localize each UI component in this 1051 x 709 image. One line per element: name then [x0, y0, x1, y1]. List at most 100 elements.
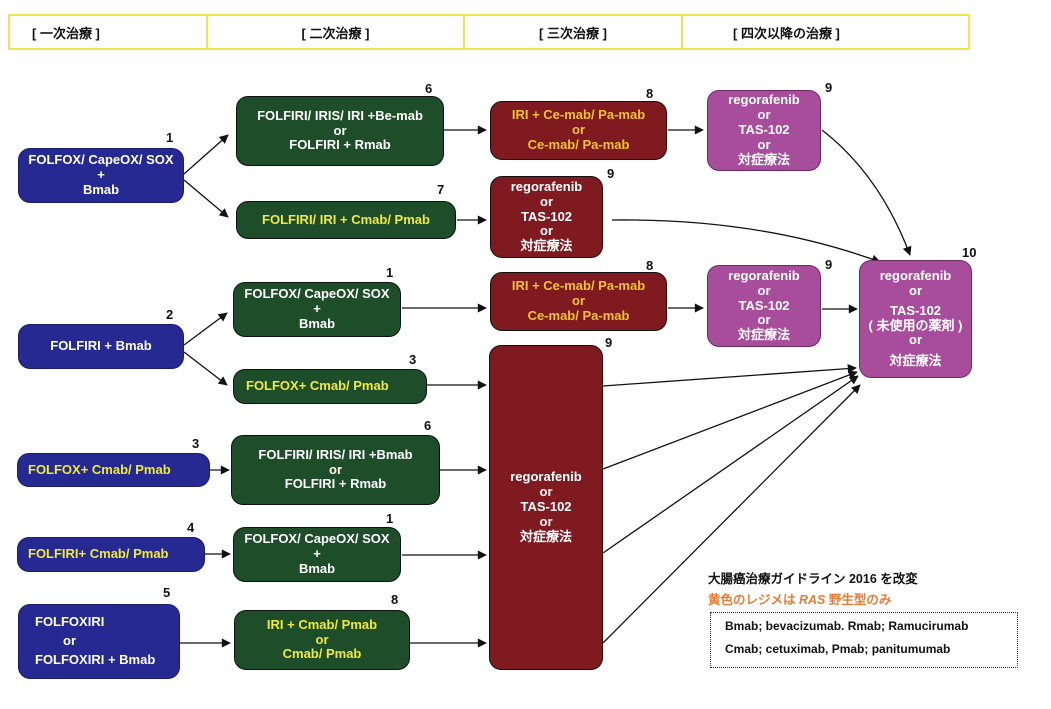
regimen-text: FOLFIRI + Rmab: [289, 137, 391, 153]
regimen-text: Cmab/ Pmab: [282, 646, 362, 662]
third-line-box-8b[interactable]: IRI + Ce-mab/ Pa-mab or Ce-mab/ Pa-mab: [490, 272, 667, 331]
regimen-text: TAS-102: [738, 297, 790, 313]
header-third-line: [ 三次治療 ]: [465, 16, 683, 48]
second-line-box-7[interactable]: FOLFIRI/ IRI + Cmab/ Pmab: [236, 201, 456, 239]
arrow-9b-to-10: [611, 219, 881, 264]
ras-wild-type-note: 黄色のレジメは RAS 野生型のみ: [708, 589, 891, 608]
regimen-text: or: [329, 461, 342, 477]
first-line-box-1[interactable]: FOLFOX/ CapeOX/ SOX + Bmab: [18, 148, 184, 203]
second-line-box-3[interactable]: FOLFOX+ Cmab/ Pmab: [233, 369, 427, 404]
regimen-text: ( 未使用の薬剤 ): [868, 317, 963, 333]
regimen-text: or: [63, 633, 76, 649]
regimen-text: FOLFOX/ CapeOX/ SOX: [244, 286, 390, 302]
regimen-text: regorafenib: [879, 267, 952, 283]
regimen-text: IRI + Ce-mab/ Pa-mab: [511, 278, 646, 294]
first-line-box-5[interactable]: FOLFOXIRI or FOLFOXIRI + Bmab: [18, 604, 180, 679]
regimen-text: FOLFOX/ CapeOX/ SOX: [28, 152, 174, 168]
third-line-box-9-large[interactable]: regorafenib or TAS-102 or 対症療法: [489, 345, 603, 670]
regimen-number: 8: [646, 258, 654, 273]
regimen-text: IRI + Ce-mab/ Pa-mab: [511, 107, 646, 123]
regimen-text: 対症療法: [889, 353, 942, 369]
regimen-number: 9: [825, 257, 833, 272]
regimen-text: or: [572, 293, 585, 309]
header-fourth-line: [ 四次以降の治療 ]: [733, 25, 840, 41]
second-line-box-8[interactable]: IRI + Cmab/ Pmab or Cmab/ Pmab: [234, 610, 410, 670]
regimen-text: Ce-mab/ Pa-mab: [527, 136, 630, 152]
regimen-text: or: [539, 513, 553, 529]
regimen-text: or: [539, 484, 553, 500]
regimen-text: FOLFIRI/ IRIS/ IRI +Be-mab: [257, 107, 423, 123]
regimen-text: FOLFIRI + Bmab: [50, 338, 152, 354]
regimen-text: or: [333, 122, 347, 138]
regimen-number: 3: [409, 352, 417, 367]
arrow-1-to-7: [183, 179, 229, 218]
regimen-text: Ce-mab/ Pa-mab: [527, 307, 630, 323]
regimen-text: IRI + Cmab/ Pmab: [266, 616, 378, 632]
regimen-text: regorafenib: [728, 92, 800, 108]
regimen-text: FOLFOXIRI + Bmab: [35, 651, 156, 667]
second-line-box-1[interactable]: FOLFOX/ CapeOX/ SOX + Bmab: [233, 282, 401, 337]
regimen-text: FOLFIRI/ IRIS/ IRI +Bmab: [258, 446, 413, 462]
regimen-text: 対症療法: [520, 238, 573, 254]
regimen-text: regorafenib: [510, 178, 583, 194]
regimen-number: 3: [192, 436, 200, 451]
legend-line: Bmab; bevacizumab. Rmab; Ramucirumab: [725, 619, 969, 633]
fourth-line-box-10[interactable]: regorafenib or TAS-102 ( 未使用の薬剤 ) or 対症療…: [859, 260, 972, 378]
regimen-number: 1: [166, 130, 174, 145]
regimen-number: 9: [825, 80, 833, 95]
legend-line: Cmab; cetuximab, Pmab; panitumumab: [725, 642, 951, 656]
regimen-text: or: [909, 332, 922, 348]
regimen-number: 10: [962, 245, 977, 260]
regimen-text: FOLFOX+ Cmab/ Pmab: [28, 461, 171, 477]
third-line-box-8[interactable]: IRI + Ce-mab/ Pa-mab or Ce-mab/ Pa-mab: [490, 101, 667, 160]
regimen-number: 4: [187, 520, 195, 535]
regimen-text: +: [313, 301, 321, 317]
first-line-box-3[interactable]: FOLFOX+ Cmab/ Pmab: [17, 453, 210, 487]
third-line-box-9[interactable]: regorafenib or TAS-102 or 対症療法: [490, 176, 603, 258]
treatment-line-header: [ 一次治療 ] [ 二次治療 ] [ 三次治療 ] [ 四次以降の治療 ]: [8, 14, 970, 50]
regimen-text: or: [540, 193, 553, 209]
regimen-text: FOLFOX/ CapeOX/ SOX: [244, 531, 390, 547]
arrow-9a-to-10: [821, 129, 912, 256]
second-line-box-6b[interactable]: FOLFIRI/ IRIS/ IRI +Bmab or FOLFIRI + Rm…: [231, 435, 440, 505]
regimen-text: TAS-102: [738, 122, 790, 138]
regimen-number: 8: [646, 86, 654, 101]
first-line-box-2[interactable]: FOLFIRI + Bmab: [18, 324, 184, 369]
regimen-number: 5: [163, 585, 171, 600]
arrow-9d-a-to-10: [602, 364, 857, 387]
regimen-text: +: [97, 167, 105, 183]
regimen-text: +: [313, 546, 321, 562]
regimen-text: Bmab: [298, 315, 336, 331]
regimen-text: or: [757, 107, 771, 123]
regimen-text: 対症療法: [737, 327, 790, 343]
arrow-2-to-1: [183, 312, 228, 346]
regimen-text: TAS-102: [520, 499, 572, 515]
regimen-number: 1: [386, 511, 394, 526]
regimen-text: or: [757, 312, 771, 328]
regimen-number: 9: [607, 166, 615, 181]
regimen-text: FOLFOXIRI: [35, 614, 105, 630]
regimen-number: 7: [437, 182, 445, 197]
regimen-text: TAS-102: [889, 302, 942, 318]
source-note: 大腸癌治療ガイドライン 2016 を改変: [708, 572, 918, 586]
second-line-box-1b[interactable]: FOLFOX/ CapeOX/ SOX + Bmab: [233, 527, 401, 582]
regimen-text: FOLFIRI/ IRI + Cmab/ Pmab: [262, 211, 430, 227]
regimen-text: FOLFOX+ Cmab/ Pmab: [246, 378, 389, 394]
regimen-text: 対症療法: [737, 151, 790, 167]
abbreviation-legend: Bmab; bevacizumab. Rmab; Ramucirumab Cma…: [710, 612, 1018, 668]
regimen-number: 2: [166, 307, 174, 322]
regimen-text: regorafenib: [728, 267, 800, 283]
regimen-text: 対症療法: [519, 528, 572, 544]
regimen-text: or: [315, 631, 329, 647]
regimen-number: 6: [425, 81, 433, 96]
header-first-line: [ 一次治療 ]: [10, 16, 208, 48]
fourth-line-box-9a[interactable]: regorafenib or TAS-102 or 対症療法: [707, 90, 821, 171]
regimen-text: FOLFIRI + Rmab: [284, 476, 387, 492]
fourth-line-box-9b[interactable]: regorafenib or TAS-102 or 対症療法: [707, 265, 821, 347]
regimen-text: or: [757, 136, 771, 152]
regimen-number: 8: [391, 592, 399, 607]
regimen-number: 1: [386, 265, 394, 280]
regimen-number: 6: [424, 418, 432, 433]
second-line-box-6[interactable]: FOLFIRI/ IRIS/ IRI +Be-mab or FOLFIRI + …: [236, 96, 444, 166]
first-line-box-4[interactable]: FOLFIRI+ Cmab/ Pmab: [17, 537, 205, 572]
